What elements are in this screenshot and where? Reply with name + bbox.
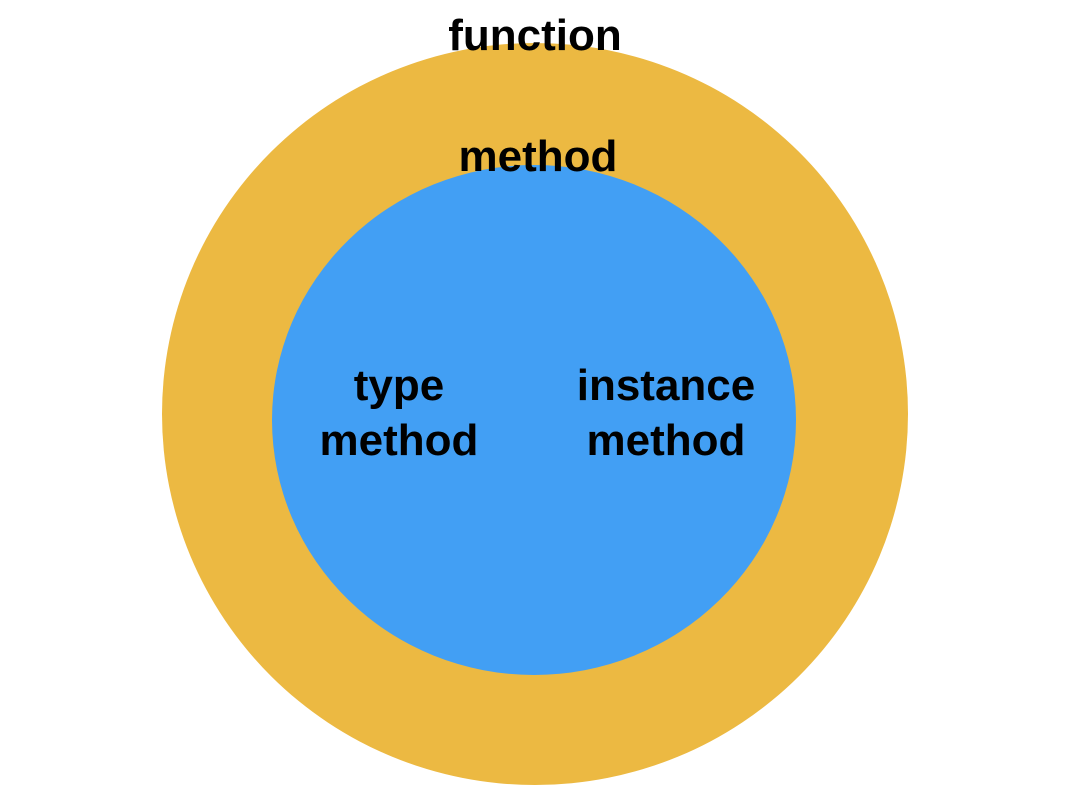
method-circle [272, 165, 796, 675]
instance-method-label: instance method [576, 361, 756, 465]
type-method-label: type method [319, 361, 479, 465]
function-label: function [448, 11, 622, 60]
method-label: method [458, 132, 618, 181]
